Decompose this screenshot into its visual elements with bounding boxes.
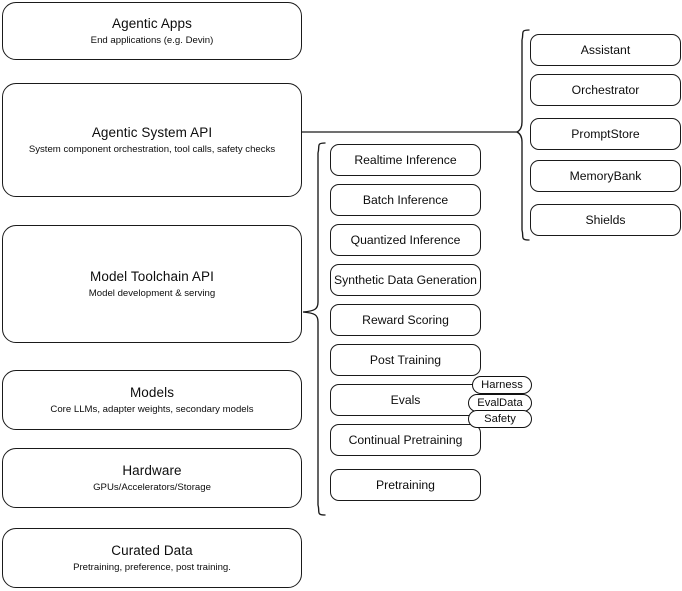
brace-system-components — [515, 29, 530, 241]
eval-tag-label: Harness — [481, 379, 523, 391]
layer-title: Model Toolchain API — [90, 268, 214, 284]
system-component-label: Shields — [585, 213, 626, 227]
layer-box-models[interactable]: Models Core LLMs, adapter weights, secon… — [2, 370, 302, 430]
eval-tag-harness[interactable]: Harness — [472, 376, 532, 394]
capability-label: Realtime Inference — [354, 153, 457, 167]
capability-evals[interactable]: Evals — [330, 384, 481, 416]
brace-toolchain-capabilities — [302, 142, 326, 516]
system-component-memorybank[interactable]: MemoryBank — [530, 160, 681, 192]
layer-subtitle: End applications (e.g. Devin) — [90, 34, 214, 46]
system-component-orchestrator[interactable]: Orchestrator — [530, 74, 681, 106]
capability-reward-scoring[interactable]: Reward Scoring — [330, 304, 481, 336]
capability-realtime-inference[interactable]: Realtime Inference — [330, 144, 481, 176]
layer-title: Agentic Apps — [111, 15, 192, 31]
capability-post-training[interactable]: Post Training — [330, 344, 481, 376]
capability-label: Reward Scoring — [362, 313, 449, 327]
layer-box-agentic-system-api[interactable]: Agentic System API System component orch… — [2, 83, 302, 197]
capability-label: Continual Pretraining — [348, 433, 463, 447]
layer-subtitle: GPUs/Accelerators/Storage — [93, 481, 211, 493]
system-component-label: MemoryBank — [569, 169, 642, 183]
eval-tag-safety[interactable]: Safety — [468, 410, 532, 428]
system-component-label: PromptStore — [571, 127, 640, 141]
capability-label: Pretraining — [376, 478, 435, 492]
capability-label: Batch Inference — [362, 193, 449, 207]
layer-title: Models — [129, 384, 175, 400]
system-component-label: Assistant — [580, 43, 631, 57]
capability-continual-pretraining[interactable]: Continual Pretraining — [330, 424, 481, 456]
layer-subtitle: Core LLMs, adapter weights, secondary mo… — [50, 403, 254, 415]
capability-label: Post Training — [369, 353, 442, 367]
layer-title: Curated Data — [111, 542, 193, 558]
system-component-assistant[interactable]: Assistant — [530, 34, 681, 66]
eval-tag-label: Safety — [484, 413, 516, 425]
layer-title: Agentic System API — [91, 124, 213, 140]
layer-subtitle: Pretraining, preference, post training. — [73, 561, 231, 573]
capability-batch-inference[interactable]: Batch Inference — [330, 184, 481, 216]
layer-subtitle: System component orchestration, tool cal… — [28, 143, 276, 155]
capability-label: Synthetic Data Generation — [334, 273, 477, 287]
layer-box-agentic-apps[interactable]: Agentic Apps End applications (e.g. Devi… — [2, 2, 302, 60]
capability-synthetic-data-generation[interactable]: Synthetic Data Generation — [330, 264, 481, 296]
capability-label: Quantized Inference — [350, 233, 461, 247]
layer-subtitle: Model development & serving — [88, 287, 216, 299]
capability-quantized-inference[interactable]: Quantized Inference — [330, 224, 481, 256]
layer-box-hardware[interactable]: Hardware GPUs/Accelerators/Storage — [2, 448, 302, 508]
eval-tag-label: EvalData — [477, 397, 523, 409]
layer-title: Hardware — [122, 462, 182, 478]
system-component-shields[interactable]: Shields — [530, 204, 681, 236]
layer-box-curated-data[interactable]: Curated Data Pretraining, preference, po… — [2, 528, 302, 588]
system-component-label: Orchestrator — [571, 83, 640, 97]
layer-box-model-toolchain-api[interactable]: Model Toolchain API Model development & … — [2, 225, 302, 343]
capability-pretraining[interactable]: Pretraining — [330, 469, 481, 501]
capability-label: Evals — [390, 393, 421, 407]
system-component-promptstore[interactable]: PromptStore — [530, 118, 681, 150]
